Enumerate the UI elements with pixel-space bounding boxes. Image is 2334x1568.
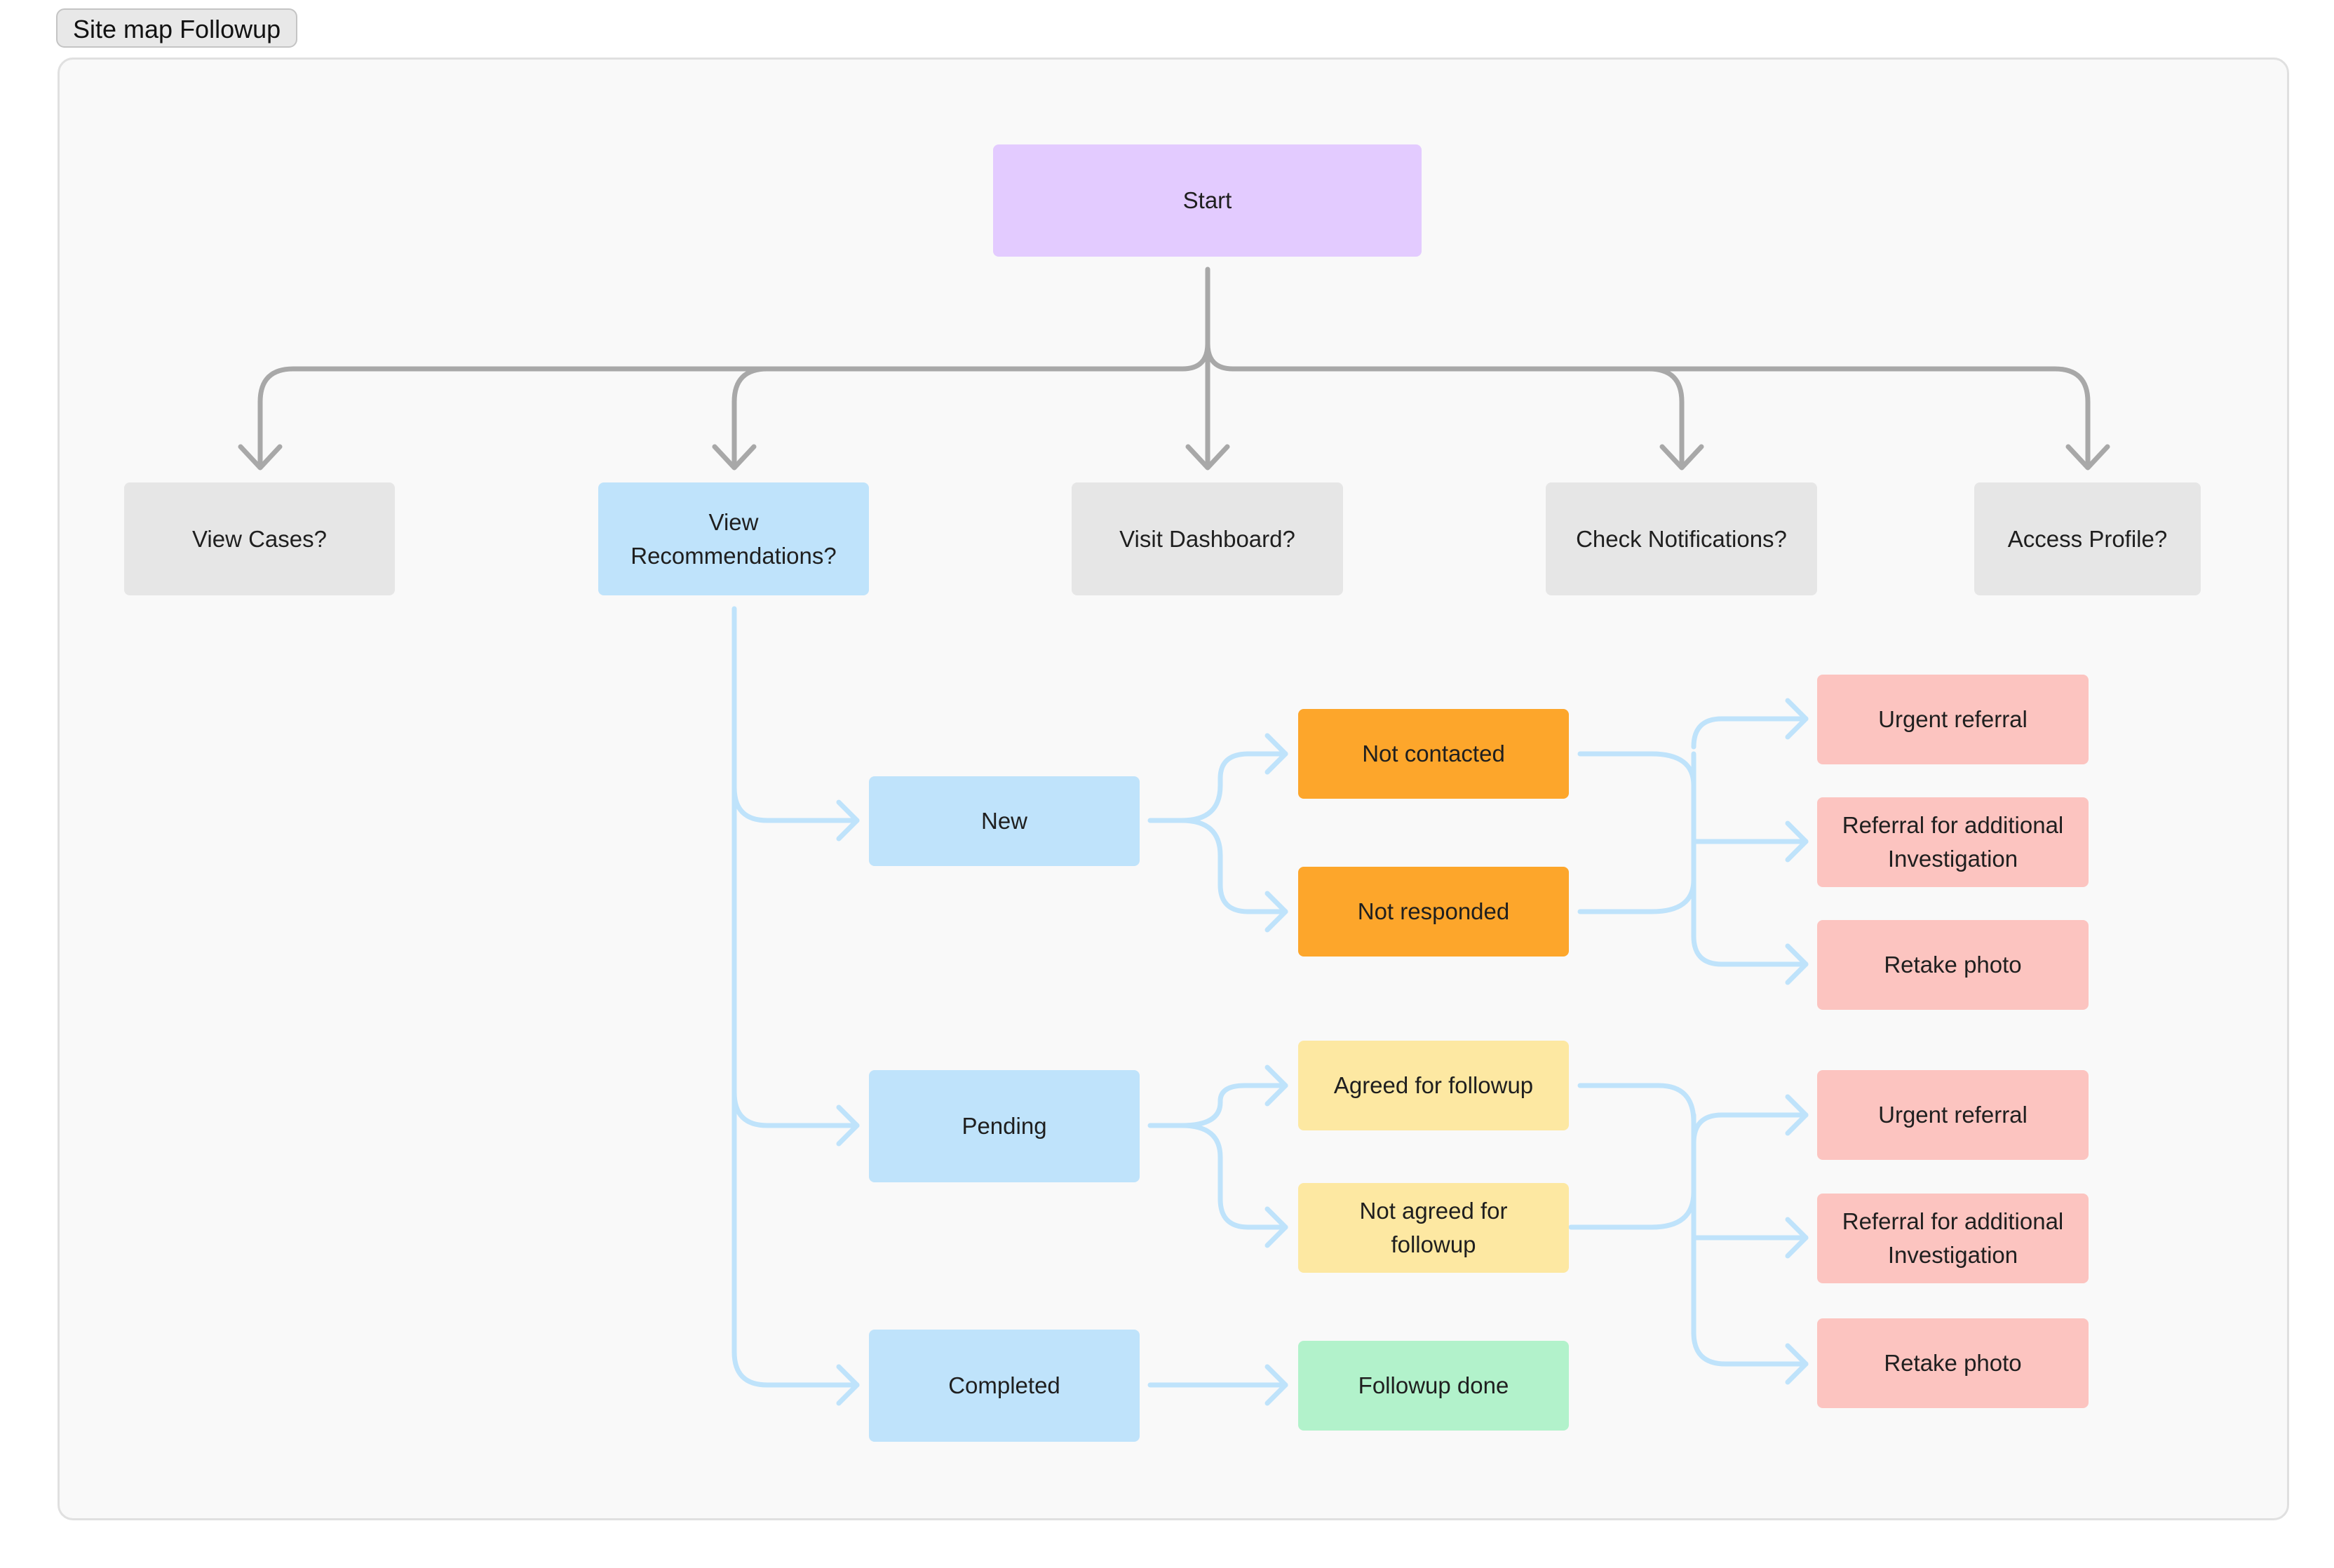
connector-group1-top — [1691, 716, 1809, 750]
arrow-head-not-contacted — [1264, 733, 1288, 775]
node-not-agreed-for-followup[interactable]: Not agreed for followup — [1298, 1183, 1569, 1273]
arrow-head-agreed — [1264, 1065, 1288, 1107]
node-agreed-for-followup[interactable]: Agreed for followup — [1298, 1041, 1569, 1130]
frame-title[interactable]: Site map Followup — [56, 8, 298, 48]
arrow-head-visit-dashboard — [1185, 444, 1230, 471]
connector-pending-to-not-agreed — [1179, 1123, 1288, 1230]
node-pending[interactable]: Pending — [869, 1070, 1140, 1182]
arrow-head-view-recommendations — [712, 444, 757, 471]
arrow-head-not-responded — [1264, 891, 1288, 933]
arrow-head-view-cases — [238, 444, 283, 471]
arrow-head-not-agreed — [1264, 1206, 1288, 1248]
arrow-head-pending — [836, 1104, 860, 1147]
connector-group2-top — [1691, 1112, 1809, 1146]
arrow-head-retake-photo-2 — [1785, 1343, 1809, 1385]
node-check-notifications[interactable]: Check Notifications? — [1546, 482, 1817, 595]
arrow-head-urgent-referral-2 — [1785, 1094, 1809, 1136]
connector-agreed-out — [1577, 1083, 1696, 1125]
connector-to-pending — [731, 1090, 860, 1128]
node-view-recommendations[interactable]: View Recommendations? — [598, 482, 869, 595]
connector-to-recommendations — [731, 366, 770, 467]
node-urgent-referral-2[interactable]: Urgent referral — [1817, 1070, 2089, 1160]
node-urgent-referral-1[interactable]: Urgent referral — [1817, 675, 2089, 764]
blue-connectors — [731, 606, 1809, 1406]
node-not-contacted[interactable]: Not contacted — [1298, 709, 1569, 799]
grey-connectors — [238, 266, 2110, 471]
node-start[interactable]: Start — [993, 144, 1422, 257]
connector-new-to-not-contacted — [1147, 751, 1288, 823]
node-view-cases[interactable]: View Cases? — [124, 482, 395, 595]
arrow-head-urgent-referral-1 — [1785, 698, 1809, 740]
connector-recommendations-trunk — [731, 606, 860, 1388]
node-completed[interactable]: Completed — [869, 1330, 1140, 1442]
connector-not-responded-out — [1577, 877, 1696, 914]
connector-new-to-not-responded — [1179, 818, 1288, 914]
arrow-head-followup-done — [1264, 1364, 1288, 1406]
connector-start-left — [257, 341, 1210, 467]
node-referral-investigation-2[interactable]: Referral for additional Investigation — [1817, 1194, 2089, 1283]
node-new[interactable]: New — [869, 776, 1140, 866]
connector-not-contacted-out — [1577, 751, 1696, 788]
node-retake-photo-1[interactable]: Retake photo — [1817, 920, 2089, 1010]
node-retake-photo-2[interactable]: Retake photo — [1817, 1318, 2089, 1408]
connector-group1-bus — [1691, 751, 1809, 967]
connector-group2-bus — [1691, 1112, 1809, 1367]
connector-start-right — [1205, 341, 2091, 467]
node-followup-done[interactable]: Followup done — [1298, 1341, 1569, 1431]
arrow-head-retake-photo-1 — [1785, 943, 1809, 985]
node-not-responded[interactable]: Not responded — [1298, 867, 1569, 957]
connector-to-new — [731, 785, 860, 823]
connector-not-agreed-out — [1568, 1189, 1696, 1230]
arrow-head-referral-investigation-2 — [1785, 1217, 1809, 1259]
arrow-head-completed — [836, 1364, 860, 1406]
arrow-head-new — [836, 799, 860, 842]
node-visit-dashboard[interactable]: Visit Dashboard? — [1072, 482, 1343, 595]
arrow-head-check-notifications — [1659, 444, 1704, 471]
connector-pending-to-agreed — [1147, 1083, 1288, 1128]
node-access-profile[interactable]: Access Profile? — [1974, 482, 2201, 595]
node-referral-investigation-1[interactable]: Referral for additional Investigation — [1817, 797, 2089, 887]
arrow-head-referral-investigation-1 — [1785, 820, 1809, 863]
connector-to-notifications — [1646, 366, 1685, 467]
arrow-head-access-profile — [2065, 444, 2110, 471]
